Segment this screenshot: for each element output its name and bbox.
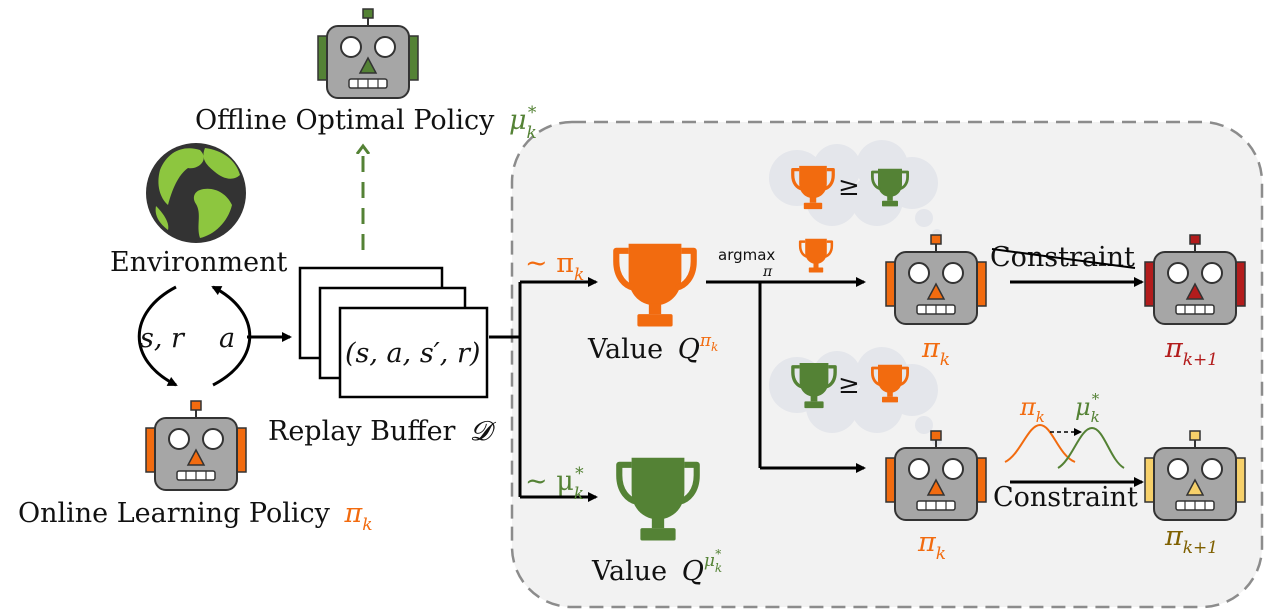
action-label: a: [219, 323, 235, 354]
value-q-mu-label: Value Qμk*: [591, 547, 722, 587]
argmax-label: argmax: [718, 246, 775, 264]
policy-pi-k-bottom: πk: [917, 527, 946, 564]
offline-robot-icon: [317, 8, 419, 99]
cloud-bottom-geq: ≥: [838, 370, 860, 400]
cloud-top-geq: ≥: [838, 172, 860, 202]
policy-pi-k-top: πk: [921, 333, 950, 370]
offline-policy-label: Offline Optimal Policy μk*: [195, 103, 537, 143]
policy-pi-k1-top: πk+1: [1164, 333, 1218, 370]
argmax-sub-label: π: [762, 264, 773, 280]
constraint-bottom-label: Constraint: [993, 482, 1138, 513]
replay-buffer: (s, a, s′, r): [298, 266, 489, 399]
buffer-branch-lines: [489, 282, 522, 497]
state-reward-label: s, r: [140, 323, 186, 354]
dist-mu-label: μk*: [1075, 390, 1100, 426]
globe-icon: [146, 143, 246, 243]
transition-label: (s, a, s′, r): [345, 338, 480, 369]
distribution-curve-icon: πk μk*: [1004, 390, 1125, 469]
replay-buffer-label: Replay Buffer 𝓓: [268, 416, 496, 447]
constraint-strikethrough: [991, 248, 1136, 269]
value-q-pi-label: Value Qπk: [587, 331, 718, 365]
sample-pi-label: ~ πk: [525, 248, 584, 285]
online-policy-label: Online Learning Policy πk: [18, 498, 373, 535]
dist-pi-label: πk: [1019, 393, 1045, 426]
argmax-line: [706, 280, 762, 468]
environment-label: Environment: [110, 247, 288, 278]
state-reward-arrow: [137, 285, 178, 387]
online-robot-icon: [145, 400, 247, 491]
sample-mu-label: ~ μk*: [525, 464, 584, 504]
policy-pi-k1-bottom: πk+1: [1164, 521, 1218, 558]
